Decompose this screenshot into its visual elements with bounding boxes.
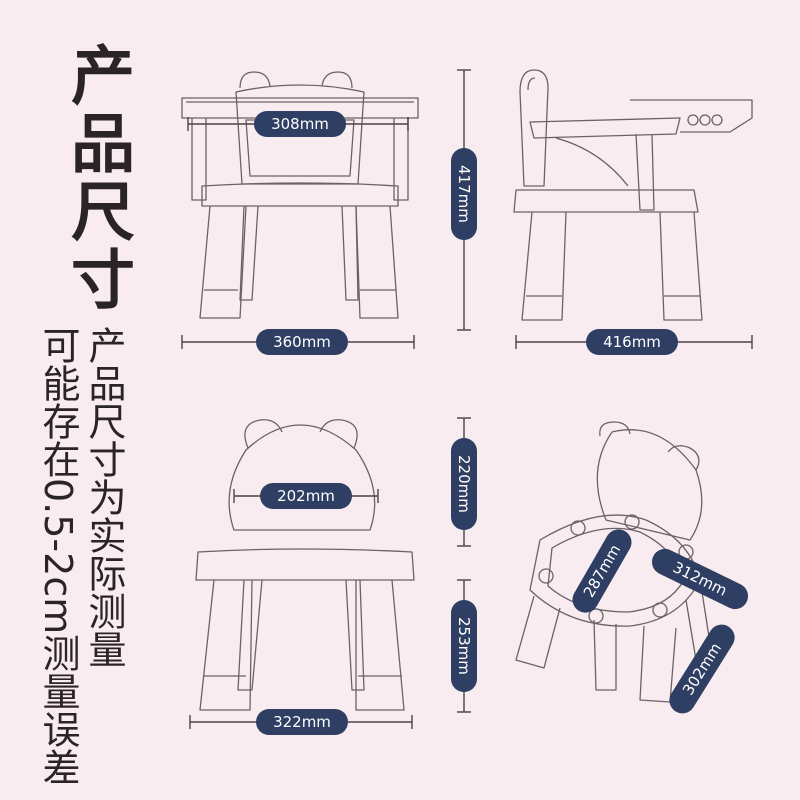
side-view-chair: [513, 69, 753, 321]
dimension-label-base-width: 322mm: [256, 709, 348, 735]
dimension-value: 417mm: [455, 165, 473, 223]
dimension-label-back-height: 220mm: [451, 438, 477, 530]
dimension-label-leg-height: 253mm: [451, 600, 477, 692]
dimension-value: 220mm: [455, 455, 473, 513]
dimension-value: 253mm: [455, 617, 473, 675]
page-title: 产品尺寸: [60, 42, 134, 314]
dimension-value: 360mm: [273, 333, 331, 351]
back-view-chair: [195, 419, 415, 711]
dimension-value: 202mm: [277, 487, 335, 505]
front-view-chair: [181, 71, 419, 319]
perspective-view-chair: [515, 421, 713, 703]
dimension-label-height: 417mm: [451, 148, 477, 240]
dimension-label-front-width: 360mm: [256, 329, 348, 355]
measurement-note-line1: 产品尺寸为实际测量: [82, 326, 126, 668]
dimension-value: 322mm: [273, 713, 331, 731]
dimension-value: 308mm: [271, 115, 329, 133]
dimension-label-side-depth: 416mm: [586, 329, 678, 355]
measurement-note-line2: 可能存在0.5-2cm测量误差: [36, 326, 80, 787]
dimension-label-back-width: 202mm: [260, 483, 352, 509]
dimension-value: 416mm: [603, 333, 661, 351]
dimension-label-front-seat: 308mm: [254, 111, 346, 137]
